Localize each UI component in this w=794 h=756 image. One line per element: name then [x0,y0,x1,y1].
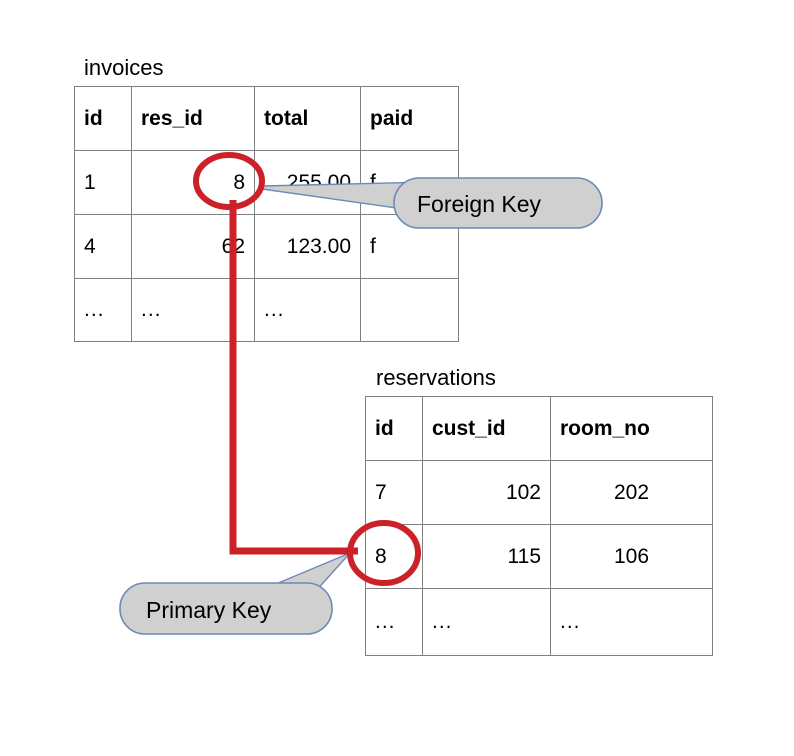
primary-key-callout-tail [239,552,351,604]
invoices-r1-id: 4 [74,214,132,279]
invoices-header-row: id res_id total paid [74,86,459,151]
invoices-header-total: total [254,86,361,151]
invoices-header-paid: paid [360,86,459,151]
reservations-r2-cust-id: ... [422,588,551,656]
invoices-header-id: id [74,86,132,151]
foreign-key-callout-label: Foreign Key [417,191,542,217]
invoices-r2-total: ... [254,278,361,342]
reservations-r0-cust-id: 102 [422,460,551,525]
invoices-r0-total: 255.00 [254,150,361,215]
invoices-header-res-id: res_id [131,86,255,151]
reservations-header-id: id [365,396,423,461]
reservations-r0-room-no: 202 [550,460,713,525]
invoices-r1-res-id: 62 [131,214,255,279]
invoices-r0-id: 1 [74,150,132,215]
reservations-table: id cust_id room_no 7 102 202 8 115 106 .… [365,396,713,656]
table-row: 7 102 202 [365,460,713,525]
table-row: 1 8 255.00 f [74,150,459,215]
invoices-r0-res-id: 8 [131,150,255,215]
reservations-table-title: reservations [376,365,496,390]
invoices-r2-paid [360,278,459,342]
invoices-r2-res-id: ... [131,278,255,342]
reservations-header-row: id cust_id room_no [365,396,713,461]
reservations-r0-id: 7 [365,460,423,525]
primary-key-callout-label: Primary Key [146,597,272,623]
reservations-r2-room-no: ... [550,588,713,656]
invoices-r2-id: ... [74,278,132,342]
invoices-r1-total: 123.00 [254,214,361,279]
invoices-table: id res_id total paid 1 8 255.00 f 4 62 1… [74,86,459,342]
table-row: 4 62 123.00 f [74,214,459,279]
table-row: ... ... ... [365,588,713,656]
table-row: 8 115 106 [365,524,713,589]
reservations-r1-room-no: 106 [550,524,713,589]
reservations-r1-cust-id: 115 [422,524,551,589]
table-row: ... ... ... [74,278,459,342]
reservations-r2-id: ... [365,588,423,656]
invoices-r1-paid: f [360,214,459,279]
invoices-table-title: invoices [84,55,164,80]
reservations-r1-id: 8 [365,524,423,589]
reservations-header-cust-id: cust_id [422,396,551,461]
reservations-header-room-no: room_no [550,396,713,461]
